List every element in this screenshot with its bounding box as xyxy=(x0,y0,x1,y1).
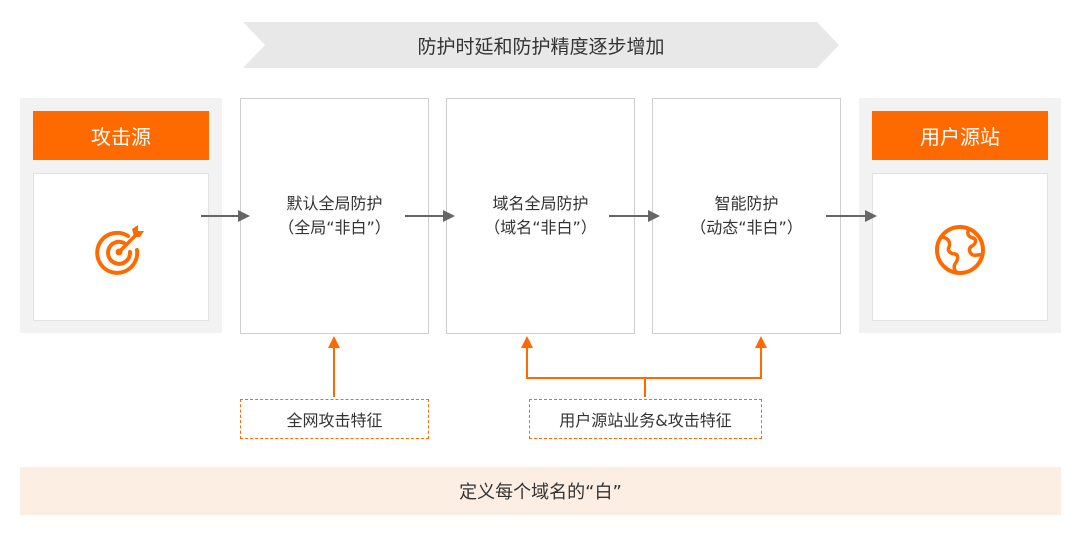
feature-arrow-global-signatures xyxy=(328,336,340,397)
stage-domain-global-protection: 域名全局防护 （域名“非白”） xyxy=(446,98,635,334)
attack-source-box xyxy=(33,173,209,321)
footer-text: 定义每个域名的“白” xyxy=(459,482,622,503)
stage-subtitle: （全局“非白”） xyxy=(278,218,391,237)
feature-arrow-origin-signatures xyxy=(521,336,767,397)
stage-title: 域名全局防护 xyxy=(492,194,589,213)
stage-title: 智能防护 xyxy=(714,194,779,213)
footer-band: 定义每个域名的“白” xyxy=(20,467,1061,515)
feature-global-attack-signatures: 全网攻击特征 xyxy=(240,399,429,439)
stage-subtitle: （域名“非白”） xyxy=(484,218,597,237)
stage-subtitle: （动态“非白”） xyxy=(690,218,803,237)
target-icon xyxy=(95,225,144,275)
stage-default-global-protection: 默认全局防护 （全局“非白”） xyxy=(240,98,429,334)
attack-source-title-text: 攻击源 xyxy=(91,125,151,149)
feature-origin-business-attack-signatures: 用户源站业务&攻击特征 xyxy=(529,399,762,439)
attack-source-title: 攻击源 xyxy=(33,111,209,160)
feature-text: 全网攻击特征 xyxy=(286,411,383,430)
globe-icon xyxy=(935,225,985,275)
user-origin-title-text: 用户源站 xyxy=(920,125,1000,149)
stage-intelligent-protection: 智能防护 （动态“非白”） xyxy=(652,98,841,334)
feature-text: 用户源站业务&攻击特征 xyxy=(559,411,732,430)
progress-banner: 防护时延和防护精度逐步增加 xyxy=(243,22,839,68)
user-origin-box xyxy=(872,173,1048,321)
banner-text: 防护时延和防护精度逐步增加 xyxy=(417,35,665,58)
user-origin-title: 用户源站 xyxy=(872,111,1048,160)
stage-title: 默认全局防护 xyxy=(286,194,383,213)
